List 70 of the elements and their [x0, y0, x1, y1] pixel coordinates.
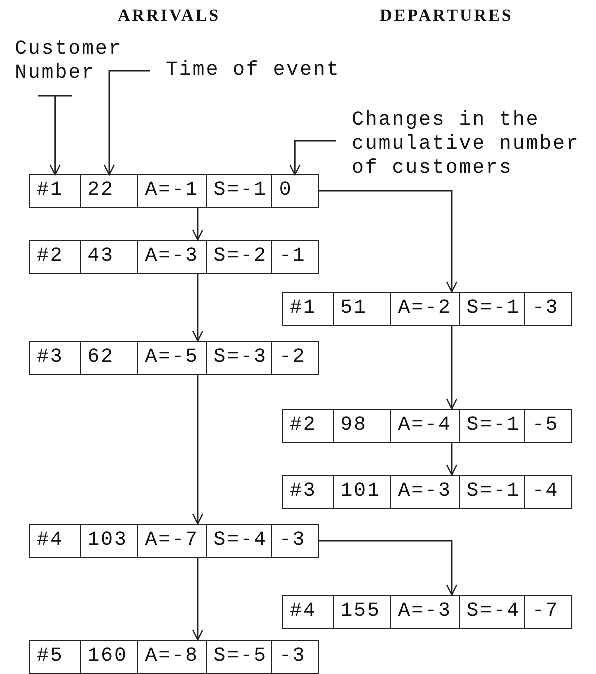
record-field: #3: [30, 342, 81, 374]
record-field: A=-4: [391, 410, 460, 442]
column-header: ARRIVALS: [118, 6, 221, 26]
record-box: [29, 341, 319, 375]
record-field: #1: [30, 175, 81, 207]
record-field: 160: [80, 641, 138, 673]
record-field: 22: [80, 175, 138, 207]
column-header: DEPARTURES: [380, 6, 514, 26]
arrow: [192, 558, 204, 641]
record-field: -1: [272, 241, 318, 273]
record-field: S=-1: [460, 293, 526, 325]
leader-line: [38, 95, 74, 176]
arrow: [192, 375, 204, 525]
record-field: A=-8: [138, 641, 207, 673]
record-box: [29, 240, 319, 274]
record-box: [282, 292, 572, 326]
record-box: [29, 640, 319, 674]
record-box: [29, 524, 319, 558]
record-field: 98: [334, 410, 392, 442]
leader-line: [104, 70, 150, 176]
record-field: -5: [525, 410, 571, 442]
record-field: 101: [334, 476, 392, 508]
record-box: [282, 475, 572, 509]
record-field: A=-5: [138, 342, 207, 374]
record-field: #1: [283, 293, 334, 325]
arrow: [319, 190, 458, 293]
arrow: [446, 443, 458, 476]
record-field: A=-1: [138, 175, 207, 207]
arrow: [446, 326, 458, 410]
leader-line: [290, 140, 336, 176]
record-field: S=-4: [206, 525, 272, 557]
arrow: [192, 274, 204, 342]
annotation-text: Time of event: [166, 59, 366, 83]
record-field: -3: [272, 641, 318, 673]
record-field: 0: [272, 175, 318, 207]
record-box: [282, 409, 572, 443]
record-field: -3: [525, 293, 571, 325]
record-box: [29, 174, 319, 208]
record-field: A=-2: [391, 293, 460, 325]
record-field: #4: [283, 596, 334, 628]
record-field: A=-7: [138, 525, 207, 557]
record-field: -3: [272, 525, 318, 557]
record-field: #2: [30, 241, 81, 273]
record-field: S=-4: [460, 596, 526, 628]
record-field: #4: [30, 525, 81, 557]
record-field: 103: [80, 525, 138, 557]
record-field: A=-3: [391, 596, 460, 628]
arrow: [319, 540, 458, 596]
record-field: -2: [272, 342, 318, 374]
annotation-text: Changes in the cumulative number of customers: [352, 109, 592, 181]
record-field: S=-5: [206, 641, 272, 673]
record-field: S=-3: [206, 342, 272, 374]
record-field: -4: [525, 476, 571, 508]
record-field: #3: [283, 476, 334, 508]
annotation-text: Customer Number: [15, 38, 143, 86]
record-field: S=-1: [460, 410, 526, 442]
record-box: [282, 595, 572, 629]
record-field: A=-3: [138, 241, 207, 273]
record-field: -7: [525, 596, 571, 628]
record-field: A=-3: [391, 476, 460, 508]
record-field: 51: [334, 293, 392, 325]
record-field: S=-2: [206, 241, 272, 273]
arrow: [192, 208, 204, 241]
record-field: #5: [30, 641, 81, 673]
record-field: S=-1: [206, 175, 272, 207]
record-field: 155: [334, 596, 392, 628]
record-field: #2: [283, 410, 334, 442]
record-field: S=-1: [460, 476, 526, 508]
record-field: 62: [80, 342, 138, 374]
record-field: 43: [80, 241, 138, 273]
